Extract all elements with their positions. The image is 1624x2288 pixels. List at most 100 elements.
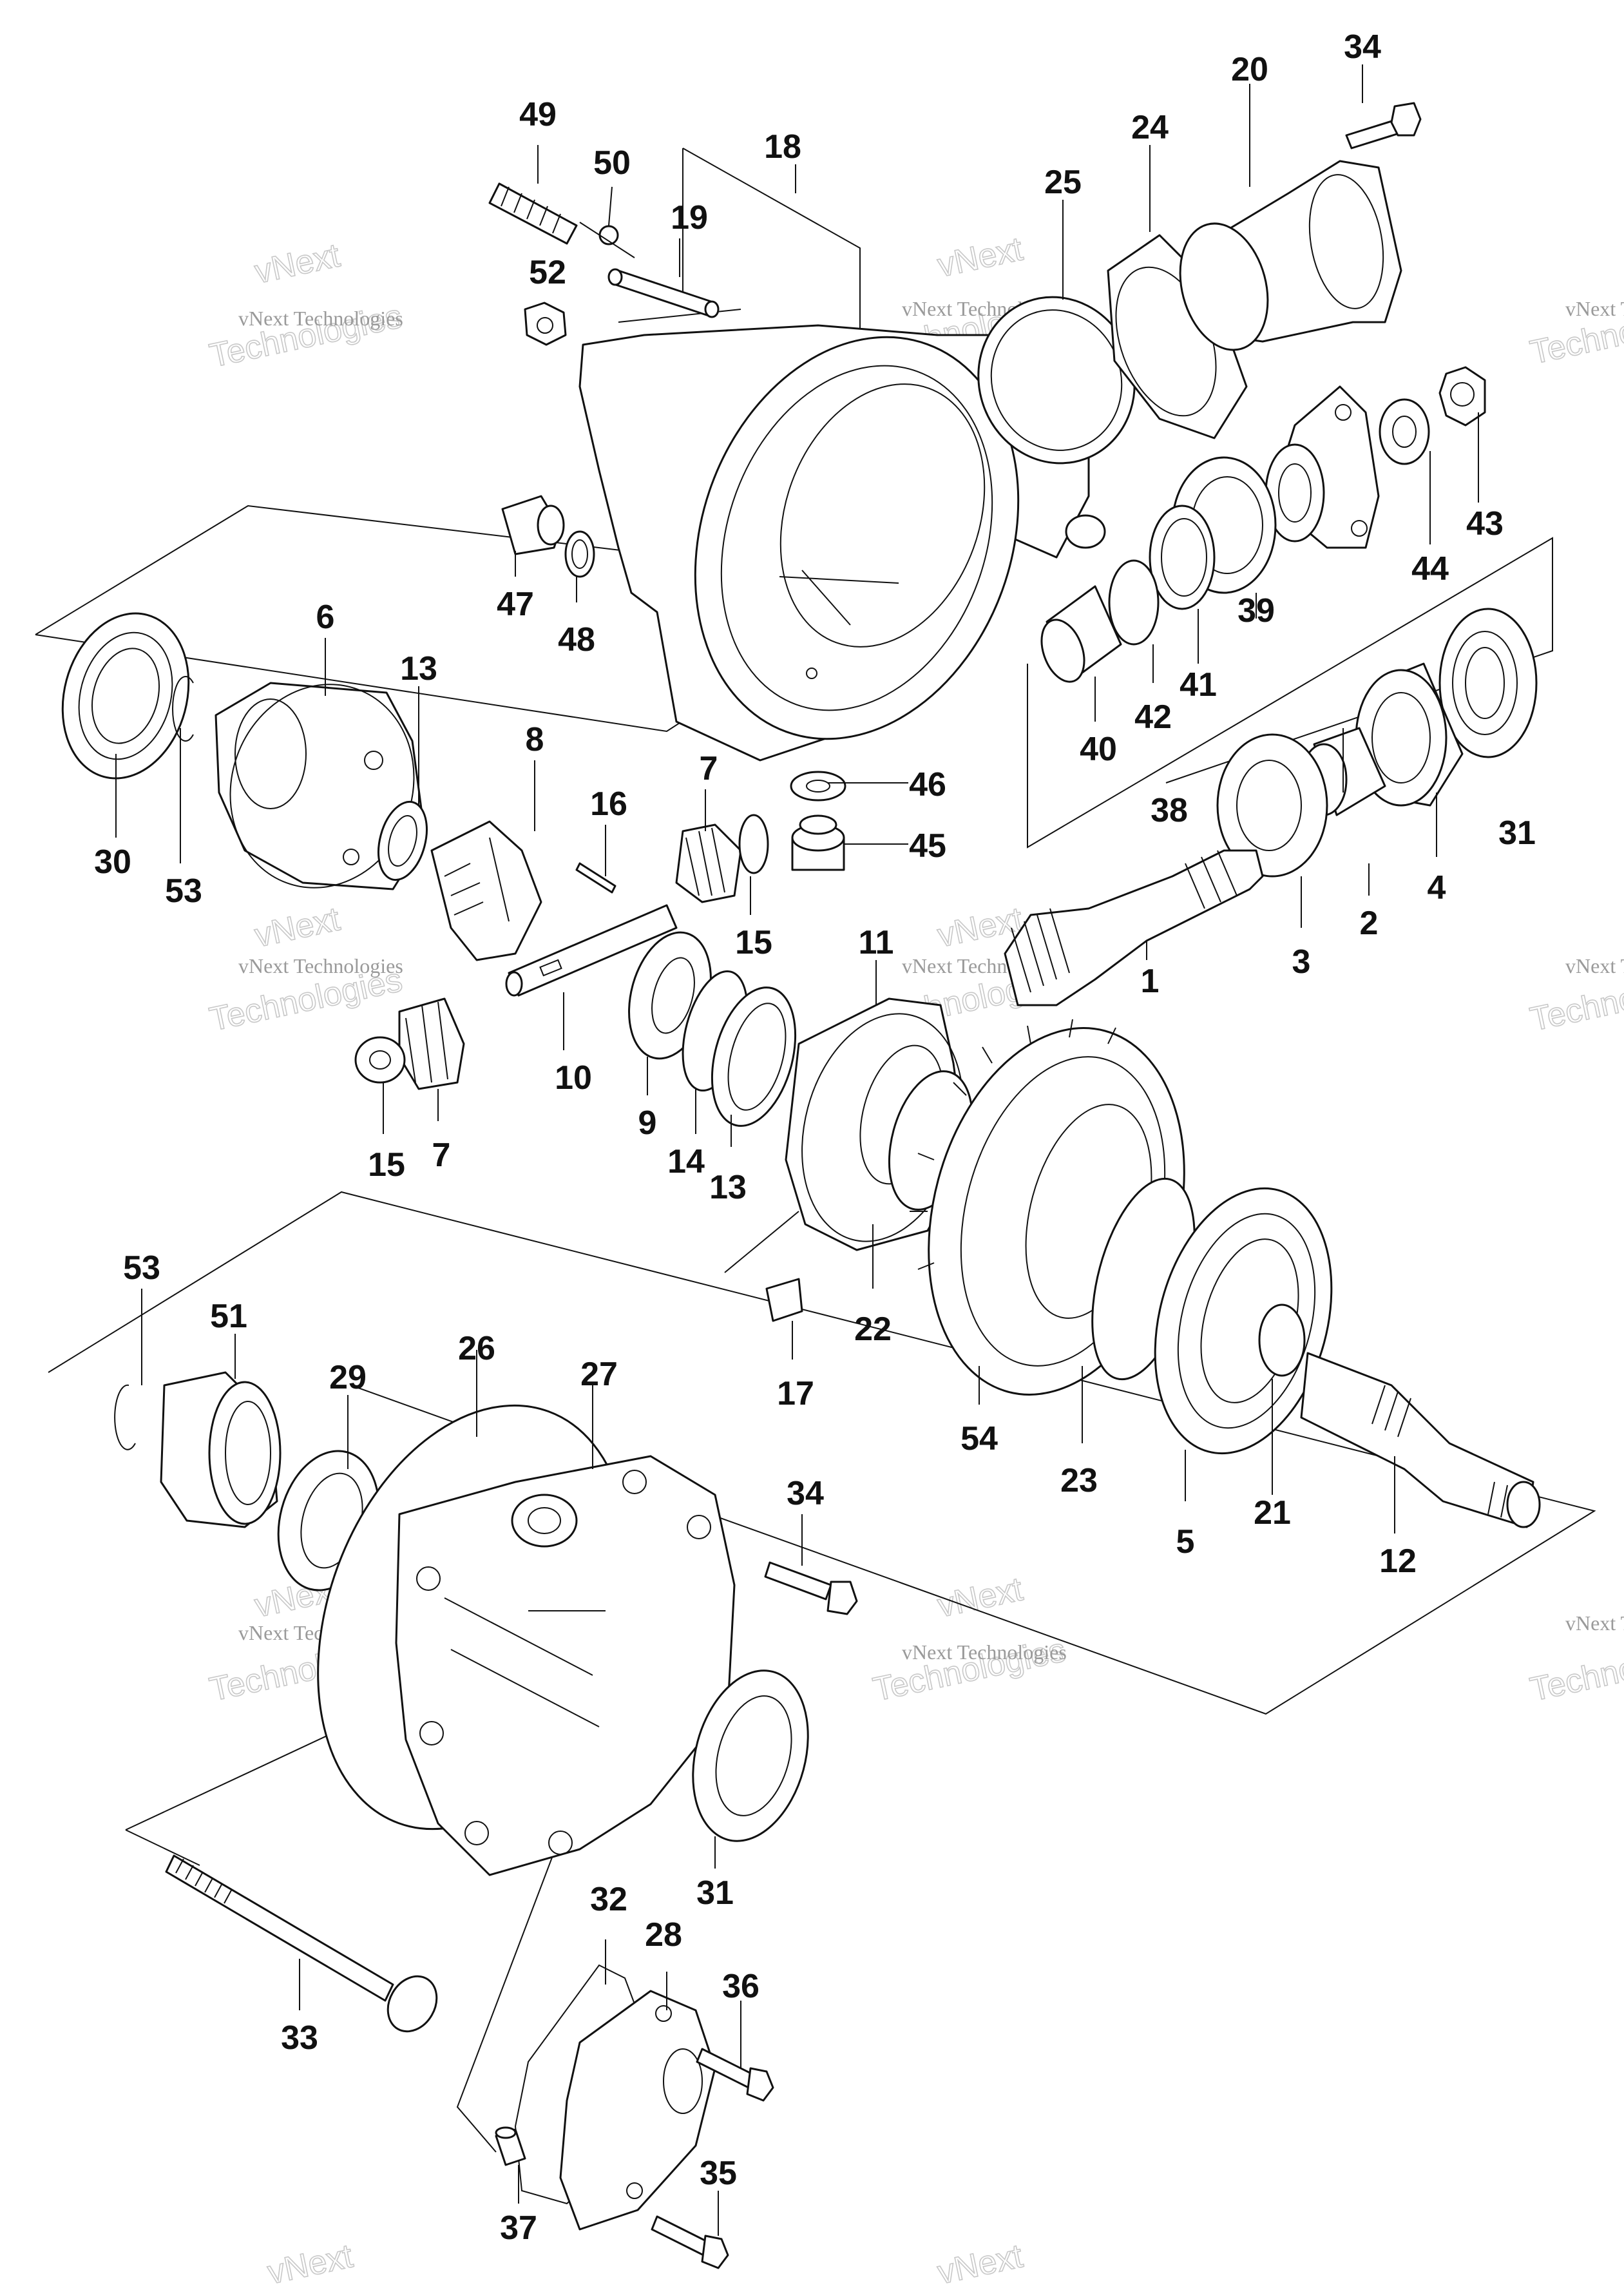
callout-13-a: 13 <box>400 650 437 687</box>
callout-54: 54 <box>960 1420 998 1457</box>
callout-19: 19 <box>671 199 708 236</box>
callout-18: 18 <box>764 128 801 166</box>
callout-45: 45 <box>909 827 946 865</box>
callout-27: 27 <box>580 1356 618 1393</box>
callout-42: 42 <box>1134 698 1172 736</box>
part-28-cover <box>559 1990 716 2231</box>
part-27-carrier <box>395 1455 736 1876</box>
svg-text:vNext: vNext <box>934 1570 1026 1624</box>
callout-31-lower: 31 <box>696 1874 734 1912</box>
callout-53-upper: 53 <box>165 872 202 910</box>
callout-37: 37 <box>500 2209 537 2247</box>
svg-text:vNext Technologies: vNext Technologies <box>1565 297 1624 320</box>
part-1-pinion <box>1004 849 1264 1006</box>
part-48-gasket <box>564 530 595 578</box>
callout-40: 40 <box>1080 731 1117 768</box>
part-34-bolt-top <box>1345 102 1422 149</box>
part-30-bearing <box>61 612 190 780</box>
part-18-case <box>578 324 1106 762</box>
callout-labels: 49 50 19 18 52 25 24 20 34 43 44 39 41 4… <box>94 28 1536 2247</box>
callout-31-top: 31 <box>1498 814 1536 852</box>
callout-49: 49 <box>519 96 557 133</box>
svg-text:vNext Technologies: vNext Technologies <box>238 954 403 977</box>
callout-26: 26 <box>458 1330 495 1367</box>
part-36-bolt <box>696 2048 774 2102</box>
callout-12: 12 <box>1379 1543 1417 1580</box>
watermark-lower-center: Technologies vNext vNext Technologies <box>870 1570 1070 1709</box>
callout-10: 10 <box>555 1059 592 1097</box>
svg-text:vNext Technologies: vNext Technologies <box>1565 954 1624 977</box>
part-31-bearing-lower <box>692 1669 809 1842</box>
svg-text:vNext: vNext <box>264 2237 356 2288</box>
part-7-gear-upper <box>675 823 742 903</box>
callout-43: 43 <box>1466 505 1504 543</box>
callout-39: 39 <box>1237 592 1275 630</box>
part-21-washer <box>1258 1303 1306 1377</box>
callout-20: 20 <box>1231 51 1268 88</box>
part-8-sidegear <box>430 820 542 961</box>
part-flange <box>1265 385 1380 549</box>
callout-4: 4 <box>1428 869 1446 907</box>
watermark-mid-left: Technologies vNext vNext Technologies <box>206 899 406 1039</box>
callout-53-lower: 53 <box>123 1249 160 1287</box>
callout-28: 28 <box>645 1916 682 1954</box>
callout-24: 24 <box>1131 109 1169 146</box>
callout-52: 52 <box>529 254 566 291</box>
part-15-washer-upper <box>738 814 769 874</box>
callout-25: 25 <box>1044 164 1082 201</box>
callout-30: 30 <box>94 843 131 881</box>
callout-32: 32 <box>590 1881 627 1918</box>
callout-9: 9 <box>638 1104 657 1142</box>
callout-7-upper: 7 <box>700 750 718 787</box>
callout-8: 8 <box>526 721 544 758</box>
part-15-washer-lower <box>354 1036 406 1084</box>
callout-14: 14 <box>667 1143 705 1180</box>
callout-3: 3 <box>1292 943 1311 981</box>
callout-22: 22 <box>854 1311 892 1348</box>
svg-text:vNext: vNext <box>251 900 343 954</box>
part-47-plug <box>501 495 565 555</box>
svg-text:vNext: vNext <box>934 230 1026 284</box>
callout-46: 46 <box>909 766 946 803</box>
callout-41: 41 <box>1180 666 1217 704</box>
callout-36: 36 <box>722 1968 759 2005</box>
watermark-bottom: vNext vNext <box>264 2236 1027 2288</box>
part-17-bolt <box>765 1278 803 1322</box>
callout-33: 33 <box>281 2019 318 2057</box>
callout-16: 16 <box>590 785 627 823</box>
callout-47: 47 <box>497 586 534 623</box>
part-53-snapring-lower <box>114 1384 136 1450</box>
part-24-gasket <box>1107 234 1248 439</box>
callout-15-lower: 15 <box>368 1146 405 1184</box>
part-7-gear-lower <box>398 997 465 1090</box>
callout-50: 50 <box>593 144 631 182</box>
leader-lines <box>115 64 1479 2236</box>
svg-text:Technologies: Technologies <box>1527 1631 1624 1709</box>
callout-1: 1 <box>1141 963 1160 1000</box>
svg-text:vNext Technologies: vNext Technologies <box>902 1640 1067 1664</box>
part-20-extension <box>1179 160 1402 351</box>
part-37-dowel <box>495 2126 526 2166</box>
callout-13-b: 13 <box>709 1169 747 1206</box>
part-16-pin <box>575 862 616 894</box>
part-5-bearing <box>1154 1187 1333 1455</box>
callout-23: 23 <box>1060 1462 1098 1499</box>
part-33-bolt <box>165 1854 438 2033</box>
callout-38: 38 <box>1151 792 1188 829</box>
part-46-washer <box>790 771 846 802</box>
part-3-bearing <box>1216 733 1328 878</box>
part-49-spring <box>488 182 578 245</box>
svg-text:vNext: vNext <box>934 2237 1026 2288</box>
watermark-mid-right: Technologies vNext Technologies <box>1527 954 1624 1039</box>
part-13-washer-b <box>711 986 797 1127</box>
part-43-nut <box>1438 366 1486 427</box>
part-35-bolt <box>651 2215 729 2269</box>
callout-34-lower: 34 <box>787 1475 824 1512</box>
watermark-top-right: Technologies vNext Technologies <box>1527 294 1624 372</box>
callout-29: 29 <box>329 1359 367 1396</box>
part-19-pin <box>607 268 720 318</box>
callout-48: 48 <box>558 621 595 659</box>
part-34-bolt-lower <box>764 1561 858 1615</box>
part-52-nut <box>524 302 567 346</box>
